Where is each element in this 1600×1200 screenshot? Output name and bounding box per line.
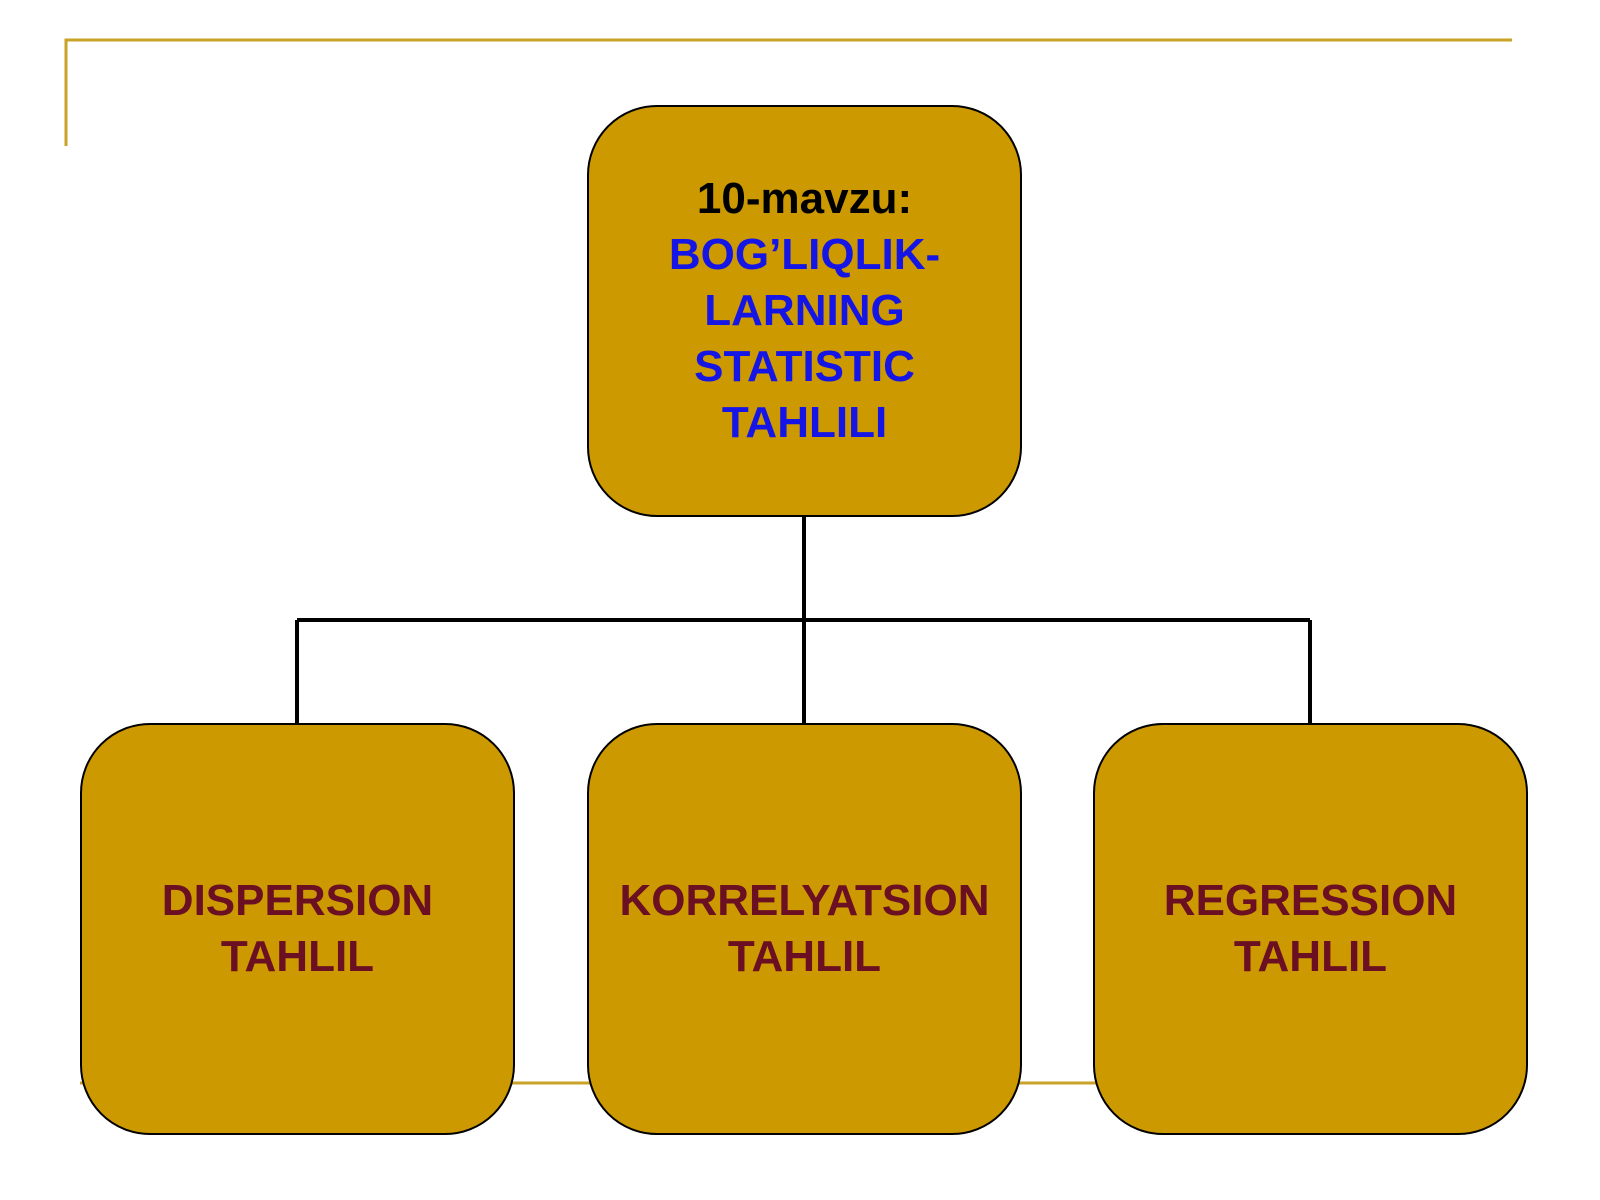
topic-title-line: BOG’LIQLIK-	[668, 230, 941, 279]
topic-title-line: STATISTIC	[694, 342, 915, 391]
child-node-text: REGRESSION TAHLIL	[1164, 873, 1457, 985]
child-label-line: KORRELYATSION	[619, 876, 990, 925]
root-node-text: 10-mavzu: BOG’LIQLIK- LARNING STATISTIC …	[669, 171, 940, 451]
child-node-text: DISPERSION TAHLIL	[162, 873, 433, 985]
topic-title-line: TAHLILI	[721, 398, 888, 447]
root-node: 10-mavzu: BOG’LIQLIK- LARNING STATISTIC …	[587, 105, 1022, 517]
child-node-dispersion: DISPERSION TAHLIL	[80, 723, 515, 1135]
child-node-correlation: KORRELYATSION TAHLIL	[587, 723, 1022, 1135]
top-frame-line	[64, 38, 1512, 146]
child-label-line: TAHLIL	[220, 932, 375, 981]
topic-heading: 10-mavzu:	[696, 174, 913, 223]
child-label-line: TAHLIL	[727, 932, 882, 981]
child-node-text: KORRELYATSION TAHLIL	[619, 873, 989, 985]
child-label-line: TAHLIL	[1233, 932, 1388, 981]
child-label-line: REGRESSION	[1163, 876, 1458, 925]
child-label-line: DISPERSION	[161, 876, 434, 925]
child-node-regression: REGRESSION TAHLIL	[1093, 723, 1528, 1135]
topic-title-line: LARNING	[704, 286, 905, 335]
